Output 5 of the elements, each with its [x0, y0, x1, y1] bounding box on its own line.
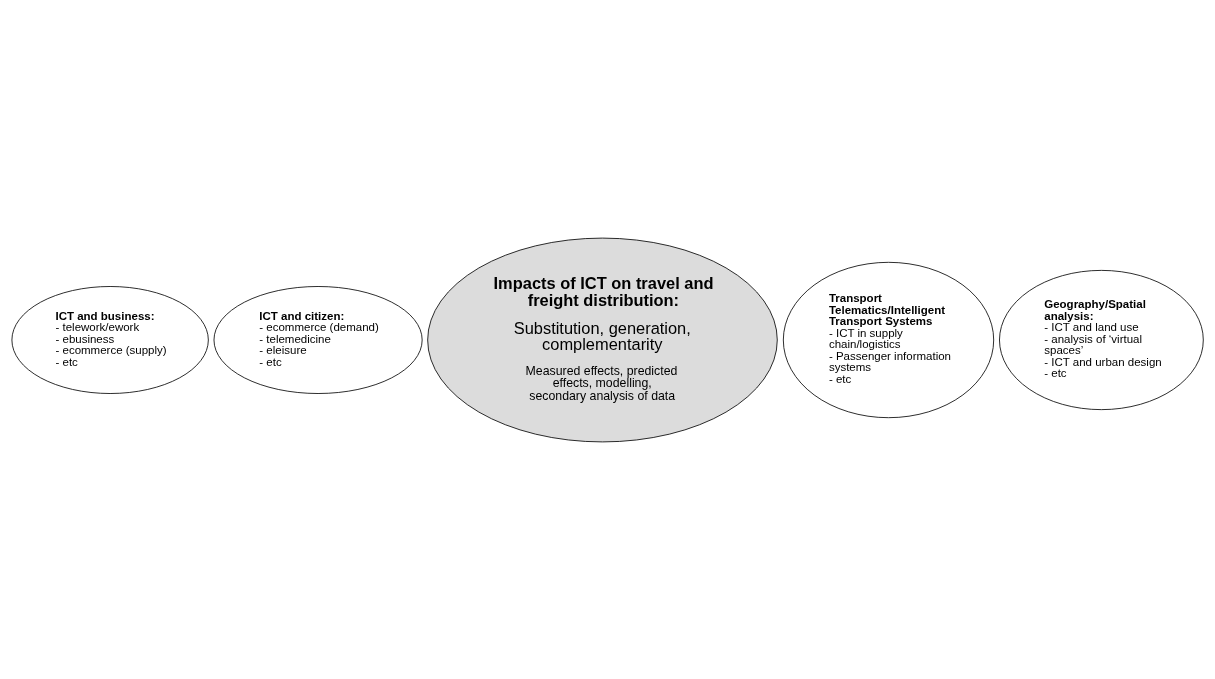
node-ellipse: Transport Telematics/Intelligent Transport Systems - ICT in supply chain/logistics - Passenger information systems - etc [782, 261, 995, 418]
node-ellipse: Geography/Spatial analysis: - ICT and land use - analysis of ‘virtual spaces’ - ICT and urban design - etc [999, 269, 1204, 410]
node-ellipse: Impacts of ICT on travel and freight distribution: Substitution, generation, complementarity Measured effects, predicted effects, modelling, secondary analysis of data [427, 237, 778, 442]
node-ellipse: ICT and citizen: - ecommerce (demand) - telemedicine - eleisure - etc [213, 285, 423, 394]
node-ellipse: ICT and business: - telework/ework - ebusiness - ecommerce (supply) - etc [11, 285, 209, 394]
